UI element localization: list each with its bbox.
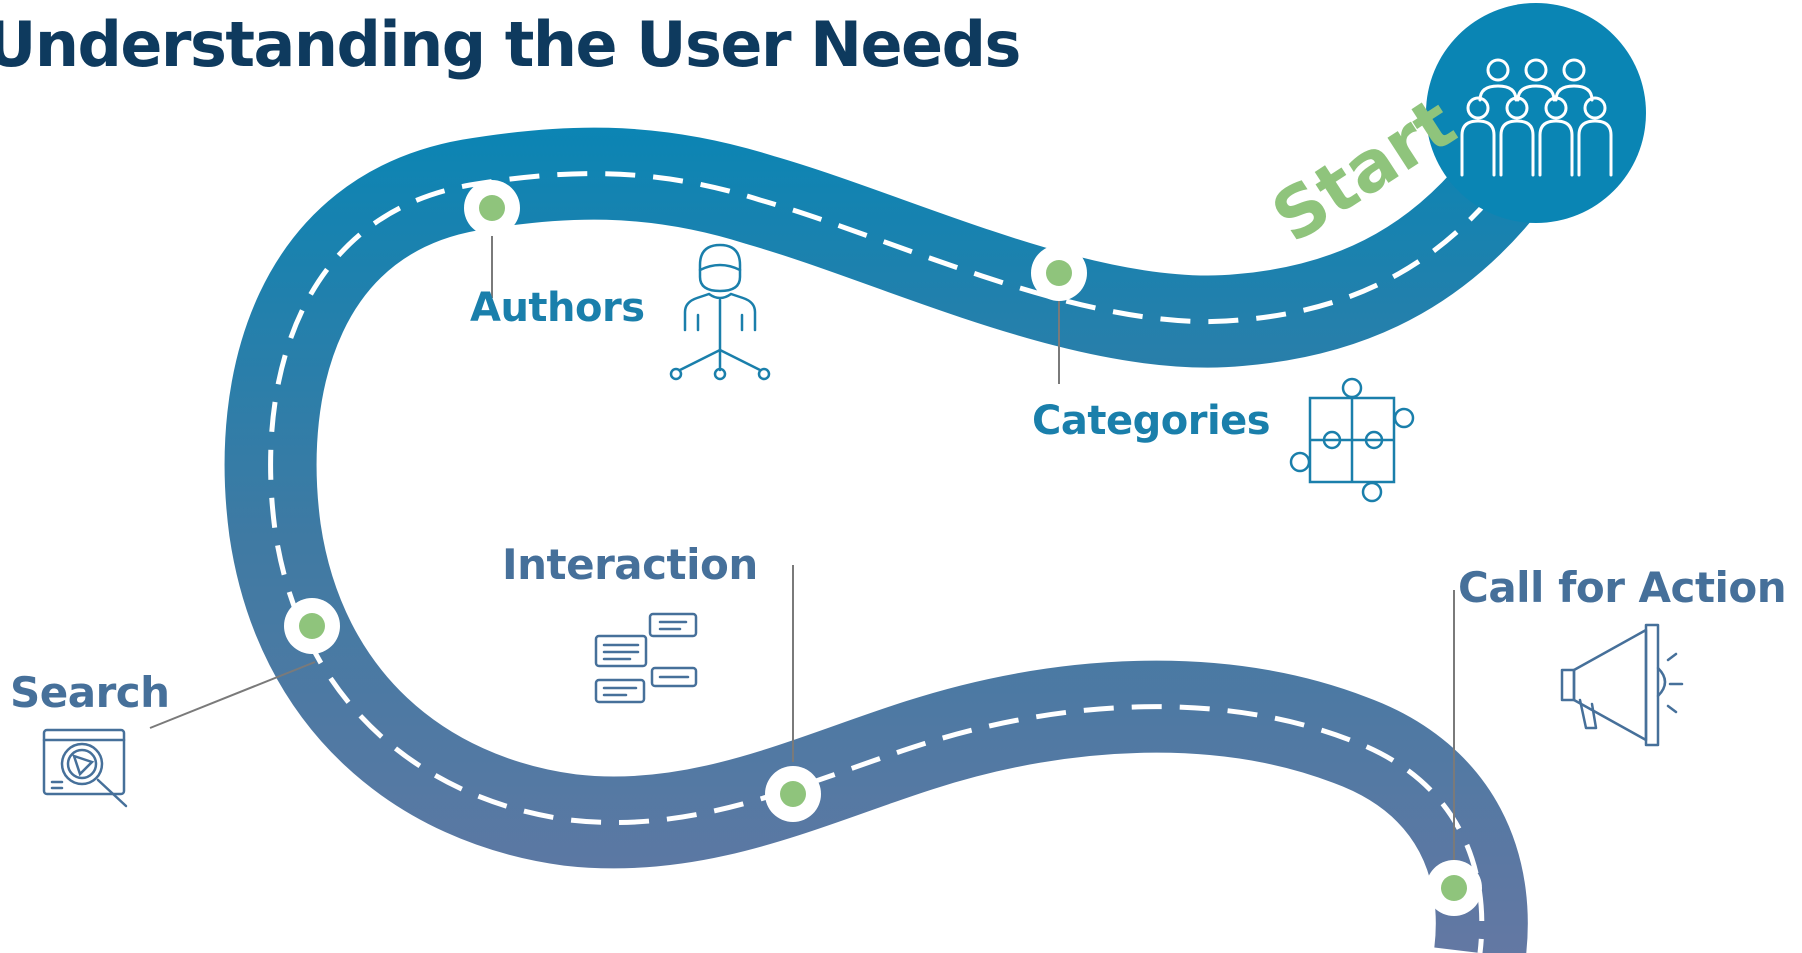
person-network-icon bbox=[669, 243, 771, 381]
puzzle-icon bbox=[1289, 377, 1415, 503]
milestone-marker-interaction bbox=[765, 766, 821, 822]
leader-lines bbox=[149, 208, 1455, 860]
milestone-marker-search bbox=[284, 598, 340, 654]
chat-bubbles-icon bbox=[594, 612, 698, 704]
page-title: Understanding the User Needs bbox=[0, 8, 1021, 81]
people-group-icon bbox=[1460, 58, 1613, 177]
milestone-marker-categories bbox=[1031, 245, 1087, 301]
milestone-marker-authors bbox=[464, 180, 520, 236]
milestone-label-search: Search bbox=[10, 668, 170, 717]
road-center-line bbox=[268, 158, 1523, 953]
road bbox=[224, 127, 1558, 953]
milestone-label-call-for-action: Call for Action bbox=[1458, 563, 1787, 612]
milestone-marker-call-for-action bbox=[1426, 860, 1482, 916]
milestone-label-categories: Categories bbox=[1032, 398, 1271, 444]
milestone-label-authors: Authors bbox=[470, 285, 645, 331]
start-circle bbox=[1426, 3, 1646, 223]
megaphone-icon bbox=[1560, 623, 1684, 747]
milestone-label-interaction: Interaction bbox=[502, 540, 758, 589]
web-search-icon bbox=[42, 728, 128, 808]
